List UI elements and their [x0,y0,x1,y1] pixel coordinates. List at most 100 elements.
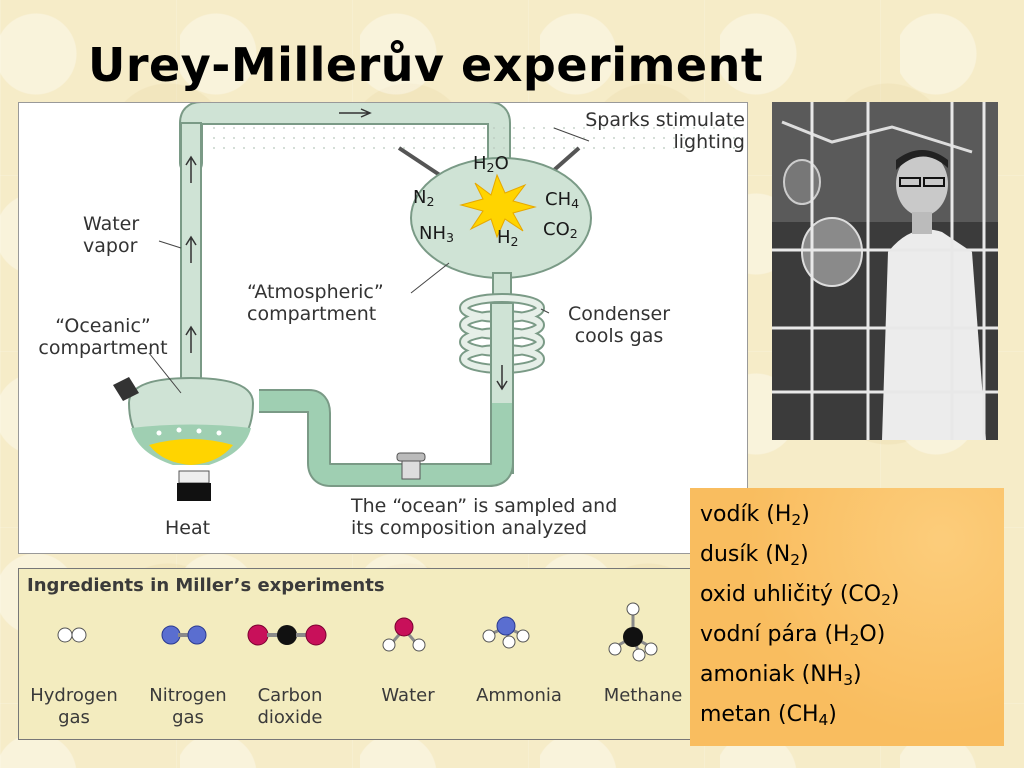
gas-h2-base: H [497,227,511,248]
ingredient-methane: Methane [581,685,705,707]
heat-source [178,470,210,484]
list-item-text: ) [853,662,862,687]
list-item-carbon-dioxide: oxid uhličitý (CO2) [700,582,899,609]
ingredient-carbon-dioxide-line1: Carbon [257,685,323,706]
list-item-sub: 2 [790,550,801,569]
list-item-text: ) [890,582,900,607]
condenser-line2: cools gas [574,325,664,348]
gas-ch4: CH4 [545,189,579,211]
ocean-sampled-label: The “ocean” is sampled and its compositi… [351,495,617,540]
ingredient-ammonia-line1: Ammonia [476,685,562,706]
ocean-sampled-line1: The “ocean” is sampled and [351,495,618,517]
ingredient-ammonia: Ammonia [459,685,579,707]
stopper [113,377,139,401]
gas-co2-sub: 2 [569,226,578,242]
hydrogen-molecule-icon [57,627,87,643]
list-item-water-vapor: vodní pára (H2O) [700,622,885,649]
water-vapor-line2: vapor [83,235,138,258]
nitrogen-molecule-icon [161,625,207,645]
ingredient-carbon-dioxide: Carbon dioxide [235,685,345,728]
gas-h2-sub: 2 [510,234,519,250]
flow-arrow [185,155,197,183]
list-item-text: vodík (H [700,502,792,527]
condenser-line1: Condenser [567,303,671,325]
gas-nh3-base: NH [419,223,446,244]
list-item-text: dusík (N [700,542,791,567]
ingredient-hydrogen-line1: Hydrogen [30,685,118,706]
carbon-dioxide-molecule-icon [247,624,327,646]
flow-arrow [339,108,372,118]
list-item-sub: 2 [791,510,802,529]
ingredients-title: Ingredients in Miller’s experiments [27,575,385,596]
list-item-nitrogen: dusík (N2) [700,542,809,569]
ingredient-water-line1: Water [381,685,435,706]
scientist-photo-drawing [772,102,998,440]
oceanic-line1: “Oceanic” [55,315,151,337]
gas-h2o-sub: 2 [486,160,495,176]
ingredient-nitrogen-line2: gas [172,706,204,728]
list-item-text: oxid uhličitý (CO [700,582,882,607]
gas-ch4-base: CH [545,189,572,210]
list-item-ammonia: amoniak (NH3) [700,662,862,689]
gas-h2o: H2O [473,153,509,175]
list-item-sub: 2 [881,590,891,609]
list-item-sub: 2 [849,630,860,649]
gas-co2-base: CO [543,219,570,240]
ingredient-methane-line1: Methane [603,685,683,706]
list-item-methane: metan (CH4) [700,702,837,729]
return-tube [259,389,514,487]
stopcock [401,458,421,480]
flow-arrow [185,325,197,353]
methane-molecule-icon [608,602,658,662]
gas-nh3: NH3 [419,223,454,245]
list-item-text: ) [800,542,809,567]
gas-h2o-base: H [473,153,487,174]
gas-nh3-sub: 3 [446,230,455,246]
ingredient-hydrogen: Hydrogen gas [19,685,129,728]
water-vapor-line1: Water [83,213,140,235]
ingredients-panel: Ingredients in Miller’s experiments [18,568,710,740]
spark-icon [459,173,537,239]
sparks-label-line2: lighting [673,131,746,154]
flow-arrow [185,235,197,263]
ingredient-hydrogen-line2: gas [58,706,90,728]
list-item-text: metan (CH [700,702,819,727]
apparatus-diagram: Sparks stimulate lighting Water vapor “A… [18,102,748,554]
list-item-text: ) [801,502,810,527]
atmospheric-line2: compartment [247,303,377,326]
water-vapor-label: Water vapor [83,213,139,258]
ingredient-nitrogen: Nitrogen gas [133,685,243,728]
ocean-sampled-line2: its composition analyzed [351,517,588,540]
sparks-label: Sparks stimulate lighting [555,109,745,154]
page-title: Urey-Millerův experiment [88,38,764,92]
gas-n2-sub: 2 [426,194,435,210]
list-item-text: vodní pára (H [700,622,850,647]
ingredient-carbon-dioxide-line2: dioxide [257,706,323,728]
list-item-hydrogen: vodík (H2) [700,502,810,529]
sparks-label-line1: Sparks stimulate [585,109,745,131]
atmospheric-label: “Atmospheric” compartment [247,281,384,326]
molecule-models [57,602,658,662]
gas-co2: CO2 [543,219,578,241]
gas-h2o-tail: O [494,153,509,174]
gas-n2-base: N [413,187,427,208]
gas-list: vodík (H2) dusík (N2) oxid uhličitý (CO2… [690,488,1004,746]
list-item-sub: 3 [843,670,854,689]
ingredient-water: Water [353,685,463,707]
oceanic-label: “Oceanic” compartment [23,315,183,360]
condenser-label: Condenser cools gas [549,303,689,348]
gas-h2: H2 [497,227,519,249]
heat-label: Heat [165,517,211,539]
ammonia-molecule-icon [482,616,530,649]
list-item-text: ) [828,702,837,727]
list-item-text: O) [859,622,886,647]
atmospheric-line1: “Atmospheric” [247,281,384,303]
gas-n2: N2 [413,187,434,209]
list-item-sub: 4 [818,710,829,729]
gas-ch4-sub: 4 [571,196,580,212]
oceanic-line2: compartment [38,337,168,360]
scientist-photo [772,102,998,440]
list-item-text: amoniak (NH [700,662,844,687]
ingredient-nitrogen-line1: Nitrogen [149,685,227,706]
apparatus-drawing [113,103,735,501]
